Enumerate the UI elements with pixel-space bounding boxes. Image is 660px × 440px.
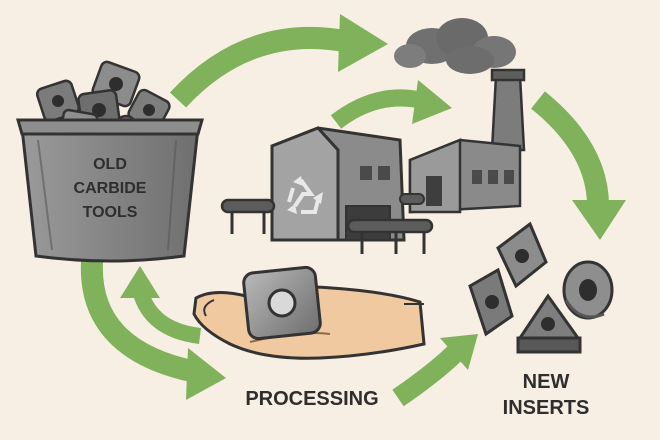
insert-rhombic [496, 221, 548, 289]
cycle-arrow-icon [120, 266, 202, 344]
insert-triangle [516, 293, 582, 354]
smoke-cloud [394, 18, 516, 74]
conveyor-left [220, 198, 276, 234]
cycle-arrow-icon [530, 91, 626, 240]
insert-round [562, 260, 614, 320]
cycle-arrow-icon [330, 80, 452, 129]
bin-label-line2: CARBIDE [74, 180, 147, 197]
conveyor-middle [346, 218, 434, 254]
cycle-arrow-icon [80, 261, 226, 400]
cycle-arrow-icon [169, 14, 388, 108]
scrap-bin: OLD CARBIDE TOOLS [16, 60, 204, 263]
cycle-arrow-icon [392, 334, 478, 407]
factory [220, 18, 526, 254]
bin-label-line3: TOOLS [83, 204, 138, 221]
conveyor-right [399, 193, 425, 205]
new-inserts [468, 221, 614, 354]
new-inserts-label-line2: INSERTS [503, 397, 590, 419]
recycle-icon [287, 176, 323, 214]
held-insert [242, 265, 322, 341]
insert-diamond [468, 267, 514, 337]
bin-label-line1: OLD [93, 156, 127, 173]
processing-label: PROCESSING [245, 388, 378, 410]
new-inserts-label-line1: NEW [523, 371, 570, 393]
